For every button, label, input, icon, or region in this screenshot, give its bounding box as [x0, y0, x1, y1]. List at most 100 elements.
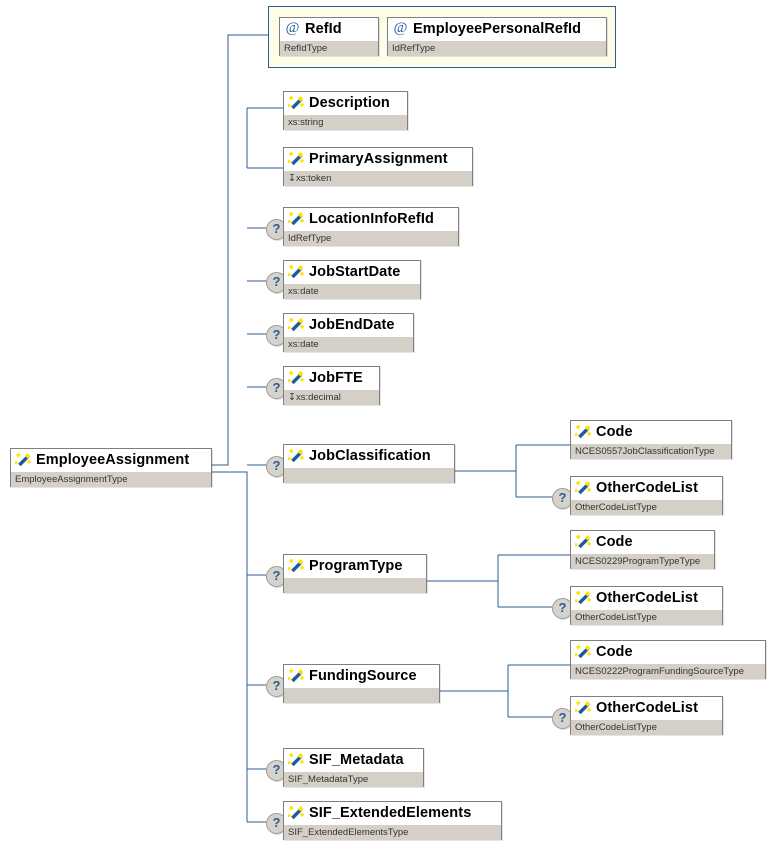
element-icon [574, 644, 592, 660]
node-label: JobClassification [309, 447, 431, 464]
node-name-row: SIF_ExtendedElements [284, 802, 501, 824]
node-programtype[interactable]: ProgramType [283, 554, 427, 593]
node-name-row: JobEndDate [284, 314, 413, 336]
node-type-row: SIF_ExtendedElementsType [284, 824, 501, 840]
node-type-label: xs:decimal [295, 391, 341, 403]
node-name-row: OtherCodeList [571, 697, 722, 719]
node-name-row: OtherCodeList [571, 587, 722, 609]
node-label: ProgramType [309, 557, 403, 574]
node-jobclassification[interactable]: JobClassification [283, 444, 455, 483]
node-name-row: Code [571, 641, 765, 663]
node-label: OtherCodeList [596, 589, 698, 606]
attribute-icon: @ [393, 19, 408, 36]
element-icon [287, 668, 305, 684]
node-primaryassignment[interactable]: PrimaryAssignment ↧ xs:token [283, 147, 473, 186]
root-name-row: EmployeeAssignment [11, 449, 211, 471]
attribute-name-row: @ RefId [280, 18, 378, 40]
element-icon [287, 95, 305, 111]
node-type-label: NCES0222ProgramFundingSourceType [575, 665, 744, 677]
node-label: OtherCodeList [596, 699, 698, 716]
node-label: EmployeeAssignment [36, 451, 190, 468]
node-type-label: xs:date [288, 285, 319, 297]
element-icon [287, 317, 305, 333]
element-icon [287, 264, 305, 280]
node-type-row: xs:date [284, 336, 413, 352]
node-type-row: xs:date [284, 283, 420, 299]
node-type-label: xs:token [295, 172, 332, 184]
node-label: Code [596, 643, 633, 660]
node-label: Code [596, 533, 633, 550]
node-fundingsource[interactable]: FundingSource [283, 664, 440, 703]
node-label: FundingSource [309, 667, 417, 684]
attribute-icon: @ [285, 19, 300, 36]
node-type-row: ↧ xs:token [284, 170, 472, 186]
node-type-label: RefIdType [284, 42, 328, 54]
node-label: JobFTE [309, 369, 363, 386]
node-name-row: Code [571, 421, 731, 443]
node-name-row: FundingSource [284, 665, 439, 687]
node-name-row: LocationInfoRefId [284, 208, 458, 230]
node-name-row: OtherCodeList [571, 477, 722, 499]
node-name-row: JobClassification [284, 445, 454, 467]
node-label: EmployeePersonalRefId [413, 20, 582, 37]
attribute-type-row: RefIdType [280, 40, 378, 56]
node-jobclassification-code[interactable]: Code NCES0557JobClassificationType [570, 420, 732, 459]
element-icon [287, 211, 305, 227]
node-label: SIF_ExtendedElements [309, 804, 472, 821]
node-type-row: OtherCodeListType [571, 719, 722, 735]
node-type-label: SIF_ExtendedElementsType [288, 826, 409, 838]
node-name-row: Code [571, 531, 714, 553]
node-fundingsource-code[interactable]: Code NCES0222ProgramFundingSourceType [570, 640, 766, 679]
node-type-row: OtherCodeListType [571, 499, 722, 515]
element-icon [574, 534, 592, 550]
node-type-row: NCES0229ProgramTypeType [571, 553, 714, 569]
node-type-label: xs:date [288, 338, 319, 350]
node-jobenddate[interactable]: JobEndDate xs:date [283, 313, 414, 352]
node-type-row: IdRefType [284, 230, 458, 246]
node-type-label: SIF_MetadataType [288, 773, 369, 785]
node-type-label: OtherCodeListType [575, 721, 657, 733]
node-jobclassification-othercodelist[interactable]: OtherCodeList OtherCodeListType [570, 476, 723, 515]
node-jobstartdate[interactable]: JobStartDate xs:date [283, 260, 421, 299]
node-programtype-code[interactable]: Code NCES0229ProgramTypeType [570, 530, 715, 569]
element-icon [287, 752, 305, 768]
root-type-row: EmployeeAssignmentType [11, 471, 211, 487]
node-sif-extendedelements[interactable]: SIF_ExtendedElements SIF_ExtendedElement… [283, 801, 502, 840]
element-icon [287, 805, 305, 821]
node-type-row: NCES0222ProgramFundingSourceType [571, 663, 765, 679]
node-type-row: xs:string [284, 114, 407, 130]
element-icon [574, 424, 592, 440]
attribute-type-row: IdRefType [388, 40, 606, 56]
node-programtype-othercodelist[interactable]: OtherCodeList OtherCodeListType [570, 586, 723, 625]
element-icon [14, 452, 32, 468]
node-locationinforefid[interactable]: LocationInfoRefId IdRefType [283, 207, 459, 246]
attribute-node-employeepersonalrefid[interactable]: @ EmployeePersonalRefId IdRefType [387, 17, 607, 56]
element-icon [287, 448, 305, 464]
element-icon [574, 590, 592, 606]
restriction-icon: ↧ [288, 172, 296, 184]
attribute-node-refid[interactable]: @ RefId RefIdType [279, 17, 379, 56]
node-fundingsource-othercodelist[interactable]: OtherCodeList OtherCodeListType [570, 696, 723, 735]
element-icon [287, 558, 305, 574]
node-type-row: NCES0557JobClassificationType [571, 443, 731, 459]
node-name-row: Description [284, 92, 407, 114]
node-type-label: NCES0557JobClassificationType [575, 445, 715, 457]
node-type-label: EmployeeAssignmentType [15, 473, 128, 485]
node-jobfte[interactable]: JobFTE ↧ xs:decimal [283, 366, 380, 405]
node-name-row: JobStartDate [284, 261, 420, 283]
node-type-row: ↧ xs:decimal [284, 389, 379, 405]
node-sif-metadata[interactable]: SIF_Metadata SIF_MetadataType [283, 748, 424, 787]
node-type-label: OtherCodeListType [575, 501, 657, 513]
optional-marker-programtype-othercodelist: ? [552, 598, 573, 619]
node-type-label: xs:string [288, 116, 324, 128]
attribute-name-row: @ EmployeePersonalRefId [388, 18, 606, 40]
node-description[interactable]: Description xs:string [283, 91, 408, 130]
node-name-row: ProgramType [284, 555, 426, 577]
node-name-row: PrimaryAssignment [284, 148, 472, 170]
root-node-employeeassignment[interactable]: EmployeeAssignment EmployeeAssignmentTyp… [10, 448, 212, 487]
node-name-row: JobFTE [284, 367, 379, 389]
element-icon [287, 151, 305, 167]
element-icon [574, 480, 592, 496]
node-label: OtherCodeList [596, 479, 698, 496]
